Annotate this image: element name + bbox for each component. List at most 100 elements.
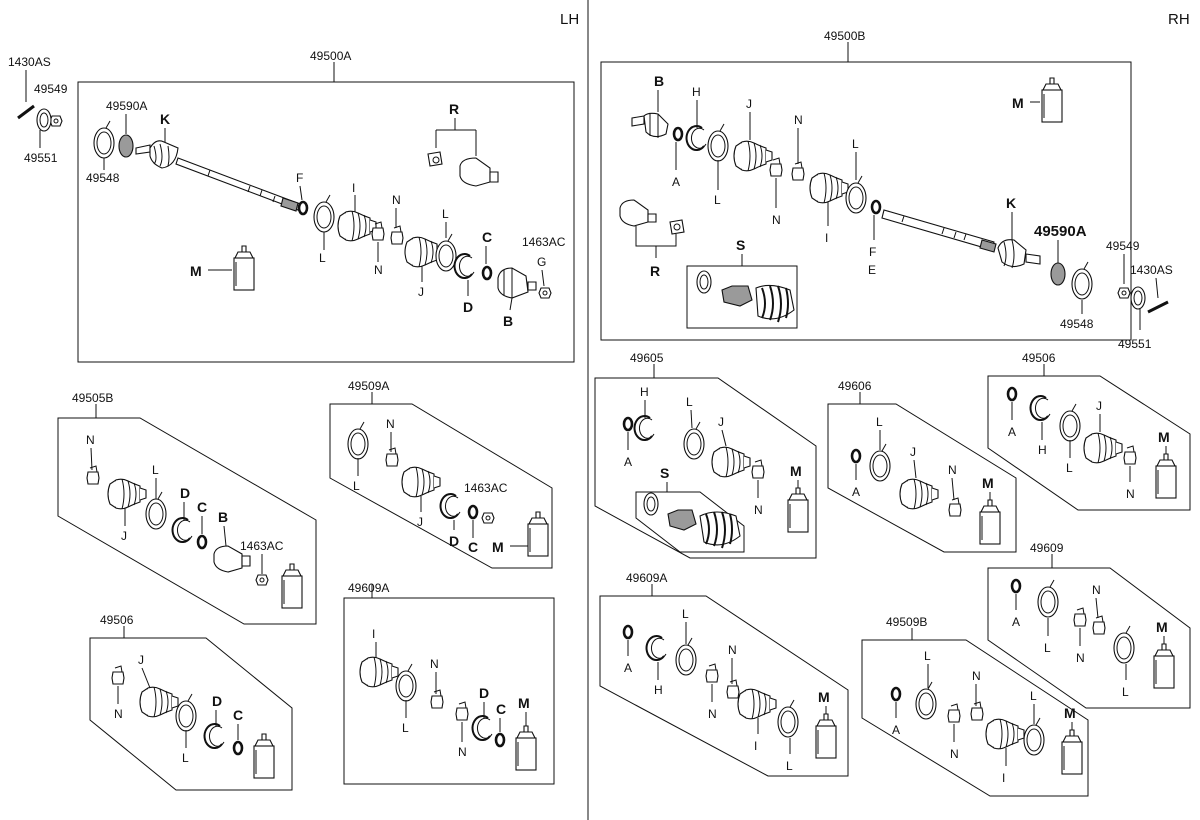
letter-l-509a: L	[353, 479, 360, 493]
letter-l-609a: L	[1044, 641, 1051, 655]
letter-n-609ar2: N	[728, 643, 737, 657]
letter-r-rh: R	[650, 263, 660, 279]
label-49549-rh: 49549	[1106, 239, 1140, 253]
kit-49506-rh: 49506 A H L J N M	[987, 351, 1191, 511]
letter-n-lh2: N	[392, 193, 401, 207]
kit-49509a: 49509A L N J D C 1463AC M	[329, 379, 553, 569]
label-49590a-rh: 49590A	[1034, 223, 1087, 240]
letter-n-509b1: N	[950, 747, 959, 761]
letter-c-lh: C	[482, 229, 492, 245]
letter-h-609ar: H	[654, 683, 663, 697]
letter-l-lh2: L	[442, 207, 449, 221]
kit-49609a-lh: 49609A I L N N D C M	[343, 581, 555, 785]
letter-a-rh1: A	[672, 175, 680, 189]
letter-k-rh: K	[1006, 195, 1016, 211]
letter-l-609al: L	[402, 721, 409, 735]
letter-m-609: M	[1156, 619, 1168, 635]
label-1430as-rh: 1430AS	[1130, 263, 1173, 277]
letter-r-lh: R	[449, 101, 459, 117]
letter-l-506r: L	[1066, 461, 1073, 475]
letter-n-506r: N	[1126, 487, 1135, 501]
label-1463ac-lh: 1463AC	[522, 235, 566, 249]
letter-n-609al2: N	[458, 745, 467, 759]
letter-l-609ar2: L	[786, 759, 793, 773]
letter-n-609a: N	[1076, 651, 1085, 665]
letter-l-rh1: L	[714, 193, 721, 207]
kit-49606: 49606 A L J N M	[827, 379, 1017, 553]
letter-i-509b: I	[1002, 771, 1005, 785]
label-49505b: 49505B	[72, 391, 113, 405]
letter-l-609ar1: L	[682, 607, 689, 621]
letter-m-605: M	[790, 463, 802, 479]
assembly-49500a: 49500A 1430AS 49549 49551 49548 49590A K…	[8, 49, 575, 363]
kit-49609a-rh: 49609A A H L N N I L M	[599, 571, 849, 777]
side-label-lh: LH	[560, 11, 579, 28]
letter-j-rh: J	[746, 97, 752, 111]
letter-n-609b: N	[1092, 583, 1101, 597]
letter-l-509b1: L	[924, 649, 931, 663]
letter-j-605: J	[718, 415, 724, 429]
label-49606: 49606	[838, 379, 872, 393]
label-49605: 49605	[630, 351, 664, 365]
letter-j-lh: J	[418, 285, 424, 299]
letter-h-rh: H	[692, 85, 701, 99]
label-49509b: 49509B	[886, 615, 927, 629]
label-1463ac-509a: 1463AC	[464, 481, 508, 495]
label-49590a-lh: 49590A	[106, 99, 147, 113]
letter-n-lh1: N	[374, 263, 383, 277]
letter-l-609b: L	[1122, 685, 1129, 699]
letter-l-rh2: L	[852, 137, 859, 151]
label-49609: 49609	[1030, 541, 1064, 555]
label-49609a-rh: 49609A	[626, 571, 667, 585]
kit-49609: 49609 A L N N L M	[987, 541, 1191, 709]
kit-49509b: 49509B A L N N I L M	[861, 615, 1089, 797]
letter-a-606: A	[852, 485, 860, 499]
letter-m-509b: M	[1064, 705, 1076, 721]
letter-c-506l: C	[233, 707, 243, 723]
letter-m-506r: M	[1158, 429, 1170, 445]
letter-m-609al: M	[518, 695, 530, 711]
letter-h-506r: H	[1038, 443, 1047, 457]
letter-c-505b: C	[197, 499, 207, 515]
letter-a-506r: A	[1008, 425, 1016, 439]
letter-c-609al: C	[496, 701, 506, 717]
letter-n-609ar1: N	[708, 707, 717, 721]
letter-s-rh: S	[736, 237, 745, 253]
letter-e-rh: E	[868, 263, 876, 277]
letter-d-509a: D	[449, 533, 459, 549]
letter-j-506r: J	[1096, 399, 1102, 413]
letter-a-509b: A	[892, 723, 900, 737]
label-49509a: 49509A	[348, 379, 389, 393]
letter-d-505b: D	[180, 485, 190, 501]
letter-a-605: A	[624, 455, 632, 469]
letter-c-509a: C	[468, 539, 478, 555]
label-49500b: 49500B	[824, 29, 865, 43]
letter-b-505b: B	[218, 509, 228, 525]
letter-d-609al: D	[479, 685, 489, 701]
label-49551-rh: 49551	[1118, 337, 1152, 351]
label-49506-rh: 49506	[1022, 351, 1056, 365]
letter-h-605: H	[640, 385, 649, 399]
letter-d-lh: D	[463, 299, 473, 315]
letter-n-506l: N	[114, 707, 123, 721]
letter-l-605: L	[686, 395, 693, 409]
letter-j-606: J	[910, 445, 916, 459]
label-49551-lh: 49551	[24, 151, 58, 165]
letter-m-rh: M	[1012, 95, 1024, 111]
letter-d-506l: D	[212, 693, 222, 709]
letter-j-509a: J	[417, 515, 423, 529]
letter-n-rh1: N	[772, 213, 781, 227]
assembly-49500b: 49500B B A H L J N N I L	[600, 29, 1173, 351]
letter-n-505b: N	[86, 433, 95, 447]
letter-s-605: S	[660, 465, 669, 481]
kit-49505b: 49505B N J L D C B 1463AC	[57, 391, 317, 625]
letter-j-505b: J	[121, 529, 127, 543]
letter-i-609al: I	[372, 627, 375, 641]
letter-l-505b: L	[152, 463, 159, 477]
letter-m-606: M	[982, 475, 994, 491]
letter-i-609ar: I	[754, 739, 757, 753]
letter-m-609ar: M	[818, 689, 830, 705]
side-label-rh: RH	[1168, 11, 1190, 28]
letter-j-506l: J	[138, 653, 144, 667]
